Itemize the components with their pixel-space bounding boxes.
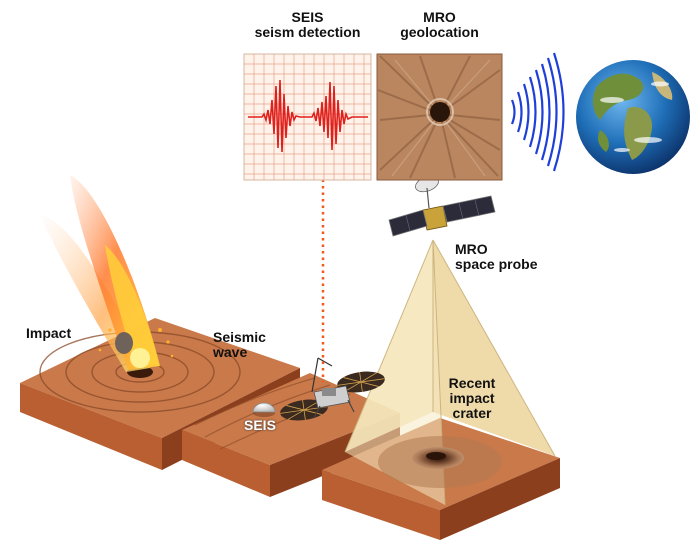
- fireball-icon: [40, 175, 174, 372]
- seis-instrument-label: SEIS: [244, 418, 276, 433]
- seismic-wave-label-line-2: wave: [213, 344, 248, 360]
- mro-probe-label-line-2: space probe: [455, 256, 538, 272]
- seis-instrument-label-text: SEIS: [244, 417, 276, 433]
- lander-icon: [280, 357, 385, 421]
- impact-label: Impact: [26, 326, 71, 341]
- seis-dome-icon: [252, 402, 276, 417]
- seis-panel-title: SEIS seism detection: [244, 10, 371, 40]
- signal-waves-icon: [510, 52, 565, 172]
- mro-panel-title-line-1: MRO: [423, 9, 456, 25]
- crater-pit: [430, 102, 450, 122]
- satellite-icon: [388, 175, 496, 237]
- recent-crater-label-line-3: crater: [452, 405, 492, 421]
- mro-probe-label: MRO space probe: [455, 242, 537, 272]
- recent-crater-label-line-2: impact: [449, 390, 495, 406]
- mro-panel-title-line-2: geolocation: [400, 24, 479, 40]
- mro-probe-label-line-1: MRO: [455, 241, 488, 257]
- geolocation-panel: [376, 53, 503, 181]
- recent-crater: [378, 436, 502, 488]
- earth-icon: [576, 60, 690, 174]
- seismogram-panel: [243, 53, 372, 181]
- seis-panel-title-line-1: SEIS: [291, 9, 324, 25]
- mro-panel-title: MRO geolocation: [377, 10, 502, 40]
- seismogram-trace: [248, 79, 368, 153]
- seismic-wave-label: Seismic wave: [213, 330, 266, 360]
- recent-crater-label: Recent impact crater: [440, 376, 504, 421]
- recent-crater-label-line-1: Recent: [448, 375, 496, 391]
- impactor-rock: [115, 332, 133, 354]
- impact-label-text: Impact: [26, 325, 72, 341]
- seismic-wave-label-line-1: Seismic: [213, 329, 266, 345]
- seis-panel-title-line-2: seism detection: [254, 24, 361, 40]
